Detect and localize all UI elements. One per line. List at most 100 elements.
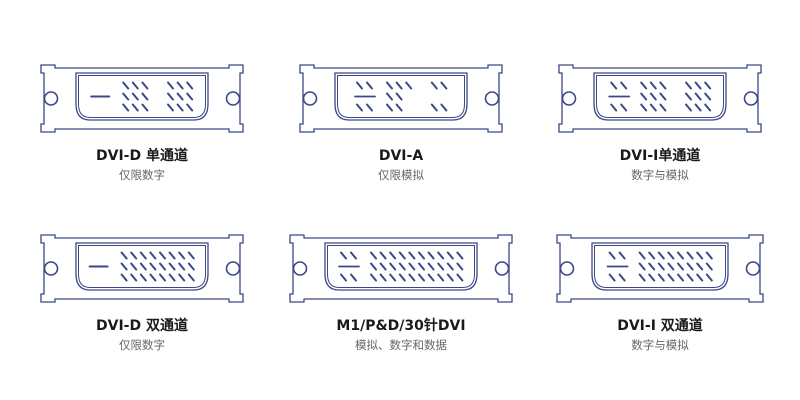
connector-diagram — [558, 64, 762, 133]
digital-pin — [437, 273, 445, 282]
connector-subtitle: 仅限数字 — [119, 338, 165, 352]
connector-dvi-d-dual: DVI-D 双通道 仅限数字 — [22, 234, 262, 353]
analog-pin — [620, 81, 628, 90]
screw-hole-left — [302, 91, 318, 106]
digital-pin — [649, 92, 657, 101]
digital-pin — [456, 273, 464, 282]
digital-pin — [389, 251, 397, 260]
digital-pin — [130, 262, 138, 271]
digital-pin — [667, 273, 675, 282]
digital-pin — [187, 251, 195, 260]
analog-pin — [350, 273, 357, 282]
digital-pin — [696, 262, 704, 271]
mounting-plate — [556, 234, 764, 303]
digital-pin — [139, 262, 147, 271]
digital-pin — [168, 251, 176, 260]
digital-pin — [120, 251, 128, 260]
analog-pin — [618, 273, 626, 282]
digital-pin — [130, 251, 138, 260]
connector-dvi-d-single: DVI-D 单通道 仅限数字 — [22, 64, 262, 183]
digital-pin — [370, 273, 377, 282]
connector-subtitle: 仅限数字 — [119, 168, 165, 182]
digital-pin — [696, 273, 704, 282]
digital-pin — [141, 92, 149, 101]
connector-title: M1/P&D/30针DVI — [336, 318, 466, 334]
analog-pin — [340, 251, 347, 260]
housing-outer — [591, 242, 729, 291]
digital-pin — [667, 262, 675, 271]
analog-pin — [356, 81, 363, 90]
digital-pin — [456, 251, 464, 260]
digital-pin — [408, 273, 416, 282]
digital-pin — [187, 262, 195, 271]
analog-pin — [340, 273, 347, 282]
digital-pin — [395, 92, 403, 101]
digital-pin — [395, 81, 403, 90]
digital-pin — [131, 81, 139, 90]
mounting-plate — [289, 234, 513, 303]
housing-inner — [78, 245, 206, 288]
digital-pin — [657, 273, 665, 282]
digital-pin — [370, 251, 377, 260]
digital-pin — [446, 262, 454, 271]
digital-pin — [677, 273, 684, 282]
digital-pin — [122, 103, 130, 112]
mounting-plate — [558, 64, 762, 133]
mounting-plate — [299, 64, 503, 133]
analog-pin — [366, 81, 373, 90]
digital-pin — [418, 262, 425, 271]
digital-pin — [395, 103, 403, 112]
analog-pin — [608, 251, 616, 260]
digital-pin — [168, 262, 176, 271]
housing-outer — [75, 242, 209, 291]
connector-title: DVI-A — [378, 148, 424, 164]
digital-pin — [131, 103, 139, 112]
connector-group — [40, 64, 244, 133]
mounting-plate — [40, 234, 244, 303]
digital-pin — [686, 262, 694, 271]
screw-hole-left — [43, 91, 59, 106]
digital-pin — [176, 81, 184, 90]
digital-pin — [187, 273, 195, 282]
connector-dvi-a: DVI-A 仅限模拟 — [281, 64, 521, 183]
digital-pin — [446, 251, 454, 260]
digital-pin — [638, 262, 646, 271]
analog-pin — [618, 251, 626, 260]
connector-title: DVI-I单通道 — [619, 148, 701, 164]
digital-pin — [649, 81, 657, 90]
digital-pin — [186, 81, 194, 90]
digital-pin — [398, 273, 406, 282]
digital-pin — [379, 273, 387, 282]
digital-pin — [130, 273, 138, 282]
connector-group — [40, 234, 244, 303]
digital-pin — [427, 251, 435, 260]
digital-pin — [178, 262, 186, 271]
connector-subtitle: 数字与模拟 — [631, 338, 689, 352]
connector-group — [558, 64, 762, 133]
screw-hole-right — [743, 91, 759, 106]
digital-pin — [141, 81, 149, 90]
connector-title: DVI-D 单通道 — [96, 148, 188, 164]
digital-pin — [685, 81, 692, 90]
digital-pin — [178, 273, 186, 282]
digital-pin — [648, 273, 656, 282]
pins — [90, 81, 194, 112]
connector-group — [299, 64, 503, 133]
digital-pin — [456, 262, 464, 271]
analog-pin — [366, 103, 373, 112]
digital-pin — [408, 262, 416, 271]
digital-pin — [694, 92, 702, 101]
digital-pin — [379, 251, 387, 260]
digital-pin — [677, 262, 684, 271]
digital-pin — [657, 262, 665, 271]
digital-pin — [159, 262, 166, 271]
housing-outer — [334, 72, 468, 121]
digital-pin — [659, 103, 667, 112]
digital-pin — [120, 262, 128, 271]
analog-pin — [620, 103, 628, 112]
digital-pin — [139, 273, 147, 282]
digital-pin — [638, 251, 646, 260]
screw-hole-right — [484, 91, 500, 106]
digital-pin — [386, 103, 393, 112]
digital-pin — [168, 273, 176, 282]
